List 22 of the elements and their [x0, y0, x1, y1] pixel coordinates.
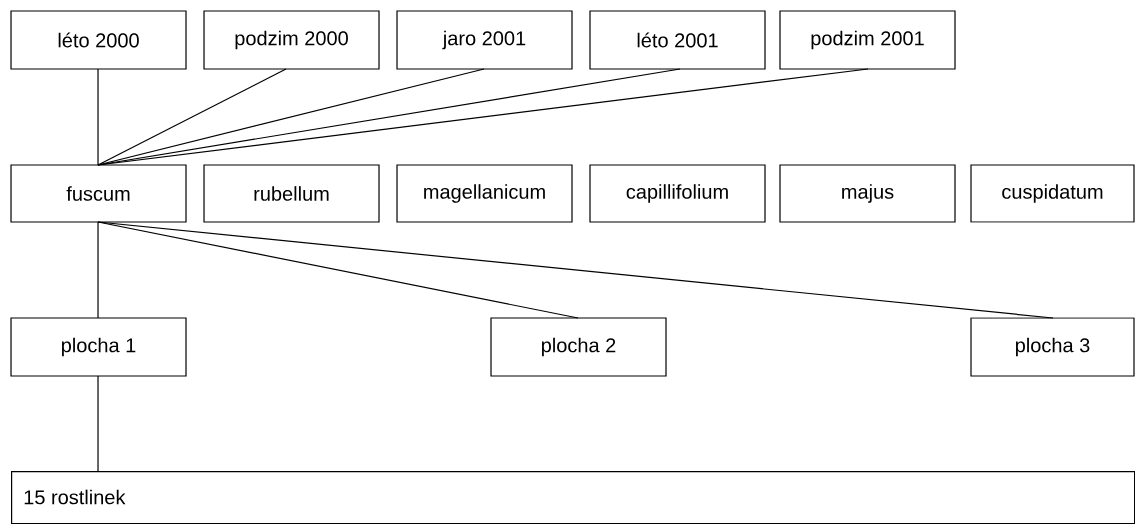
label-box: capillifolium [589, 164, 766, 223]
connector-line [97, 68, 99, 166]
label-box: léto 2000 [10, 10, 187, 70]
connector-line [97, 375, 99, 472]
label-box: podzim 2001 [779, 10, 956, 70]
label-text: 15 rostlinek [24, 489, 126, 505]
label-box: plocha 3 [970, 317, 1135, 377]
label-box: podzim 2000 [203, 10, 380, 70]
label-box: magellanicum [396, 164, 573, 223]
label-box: plocha 2 [490, 317, 667, 377]
connector-line [97, 221, 99, 319]
connector-line [97, 68, 287, 166]
label-box: plocha 1 [10, 317, 187, 377]
label-box: léto 2001 [589, 10, 766, 70]
connector-line [97, 68, 869, 166]
label-box: fuscum [10, 164, 187, 223]
label-box: jaro 2001 [396, 10, 573, 70]
label-box: cuspidatum [970, 164, 1135, 223]
label-box [11, 471, 1135, 524]
label-box: rubellum [203, 164, 380, 223]
label-box: majus [779, 164, 956, 223]
connector-line [97, 221, 1054, 319]
